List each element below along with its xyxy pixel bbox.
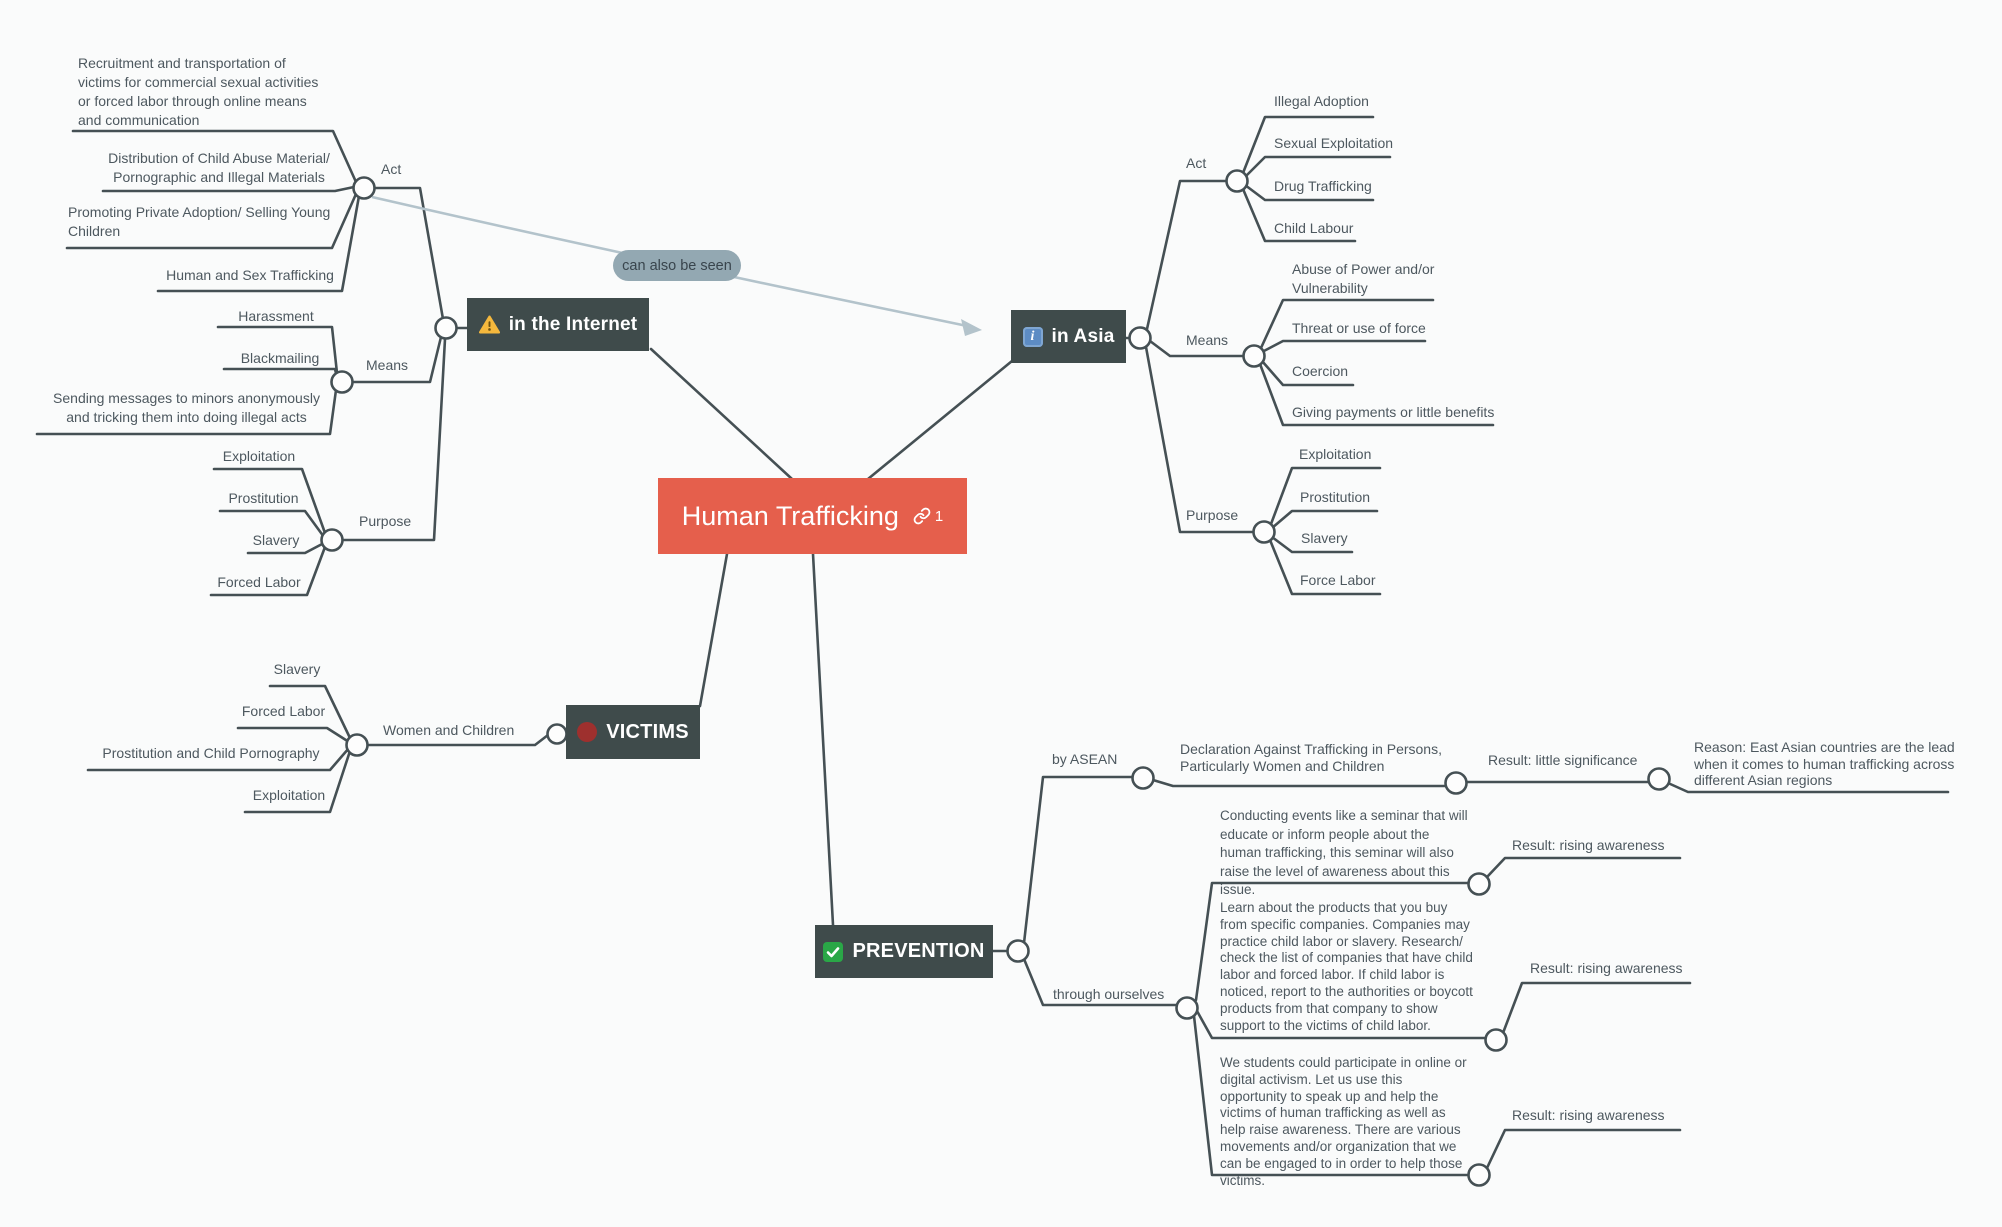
leaf-forced-labor-victims[interactable]: Forced Labor <box>241 703 326 719</box>
leaf-distribution[interactable]: Distribution of Child Abuse Material/ Po… <box>108 150 330 185</box>
warning-icon <box>478 315 500 334</box>
leaf-slavery-internet[interactable]: Slavery <box>252 532 300 548</box>
leaf-result-products[interactable]: Result: rising awareness <box>1530 960 1683 976</box>
link-count: 1 <box>934 507 944 525</box>
leaf-result-activism[interactable]: Result: rising awareness <box>1512 1107 1665 1123</box>
leaf-slavery-asia[interactable]: Slavery <box>1301 530 1348 546</box>
node-label: VICTIMS <box>606 720 689 743</box>
node-in-the-internet[interactable]: in the Internet <box>467 298 649 351</box>
branch-label-purpose-asia[interactable]: Purpose <box>1186 507 1239 523</box>
leaf-force-labor-asia[interactable]: Force Labor <box>1300 572 1376 588</box>
leaf-forced-labor-internet[interactable]: Forced Labor <box>217 574 301 590</box>
link-icon <box>913 507 931 525</box>
leaf-asean-reason[interactable]: Reason: East Asian countries are the lea… <box>1694 739 1955 788</box>
note-label: can also be seen <box>622 257 732 274</box>
leaf-prostitution-child-pornography[interactable]: Prostitution and Child Pornography <box>102 745 320 761</box>
leaf-coercion[interactable]: Coercion <box>1292 363 1349 379</box>
check-icon <box>823 941 844 962</box>
leaf-illegal-adoption[interactable]: Illegal Adoption <box>1274 93 1369 109</box>
branch-label-women-and-children[interactable]: Women and Children <box>383 722 515 738</box>
branch-label-through-ourselves[interactable]: through ourselves <box>1053 986 1165 1002</box>
leaf-recruitment[interactable]: Recruitment and transportation of victim… <box>78 55 319 128</box>
leaf-asean-result[interactable]: Result: little significance <box>1488 752 1638 768</box>
center-node-human-trafficking[interactable]: Human Trafficking 1 <box>658 478 967 554</box>
branch-label-purpose-internet[interactable]: Purpose <box>359 513 412 529</box>
leaf-abuse-of-power[interactable]: Abuse of Power and/or Vulnerability <box>1292 261 1435 296</box>
leaf-child-labour[interactable]: Child Labour <box>1274 220 1354 236</box>
node-in-asia[interactable]: i in Asia <box>1011 310 1126 363</box>
leaf-action-seminar[interactable]: Conducting events like a seminar that wi… <box>1220 808 1468 897</box>
branch-label-by-asean[interactable]: by ASEAN <box>1052 751 1118 767</box>
leaf-promoting-adoption[interactable]: Promoting Private Adoption/ Selling Youn… <box>68 204 331 239</box>
leaf-action-activism[interactable]: We students could participate in online … <box>1220 1055 1467 1188</box>
note-can-also-be-seen[interactable]: can also be seen <box>613 250 741 281</box>
leaf-exploitation-internet[interactable]: Exploitation <box>222 448 296 464</box>
leaf-giving-payments[interactable]: Giving payments or little benefits <box>1292 404 1495 420</box>
branch-label-means-internet[interactable]: Means <box>366 357 409 373</box>
leaf-prostitution-asia[interactable]: Prostitution <box>1300 489 1371 505</box>
leaf-threat-force[interactable]: Threat or use of force <box>1292 320 1426 336</box>
leaf-harassment[interactable]: Harassment <box>238 308 314 324</box>
leaf-asean-declaration[interactable]: Declaration Against Trafficking in Perso… <box>1180 741 1442 774</box>
node-label: in the Internet <box>508 313 638 335</box>
branch-label-means-asia[interactable]: Means <box>1186 332 1229 348</box>
leaf-result-seminar[interactable]: Result: rising awareness <box>1512 837 1665 853</box>
leaf-exploitation-victims[interactable]: Exploitation <box>252 787 326 803</box>
node-label: PREVENTION <box>852 940 985 962</box>
leaf-exploitation-asia[interactable]: Exploitation <box>1299 446 1372 462</box>
node-label: in Asia <box>1051 325 1115 347</box>
red-circle-icon <box>577 722 598 742</box>
branch-label-act-asia[interactable]: Act <box>1186 155 1207 171</box>
leaf-prostitution-internet[interactable]: Prostitution <box>228 490 299 506</box>
node-prevention[interactable]: PREVENTION <box>815 925 993 978</box>
leaf-blackmailing[interactable]: Blackmailing <box>240 350 320 366</box>
leaf-sexual-exploitation[interactable]: Sexual Exploitation <box>1274 135 1394 151</box>
leaf-drug-trafficking[interactable]: Drug Trafficking <box>1274 178 1372 194</box>
center-label: Human Trafficking <box>681 500 899 531</box>
leaf-action-products[interactable]: Learn about the products that you buy fr… <box>1220 900 1473 1033</box>
leaf-human-sex-trafficking[interactable]: Human and Sex Trafficking <box>166 267 334 283</box>
leaf-sending-messages[interactable]: Sending messages to minors anonymously a… <box>53 390 320 425</box>
node-victims[interactable]: VICTIMS <box>566 705 700 759</box>
leaf-slavery-victims[interactable]: Slavery <box>273 661 321 677</box>
info-icon: i <box>1022 326 1043 347</box>
link-badge[interactable]: 1 <box>913 507 943 525</box>
branch-label-act-internet[interactable]: Act <box>381 161 402 177</box>
